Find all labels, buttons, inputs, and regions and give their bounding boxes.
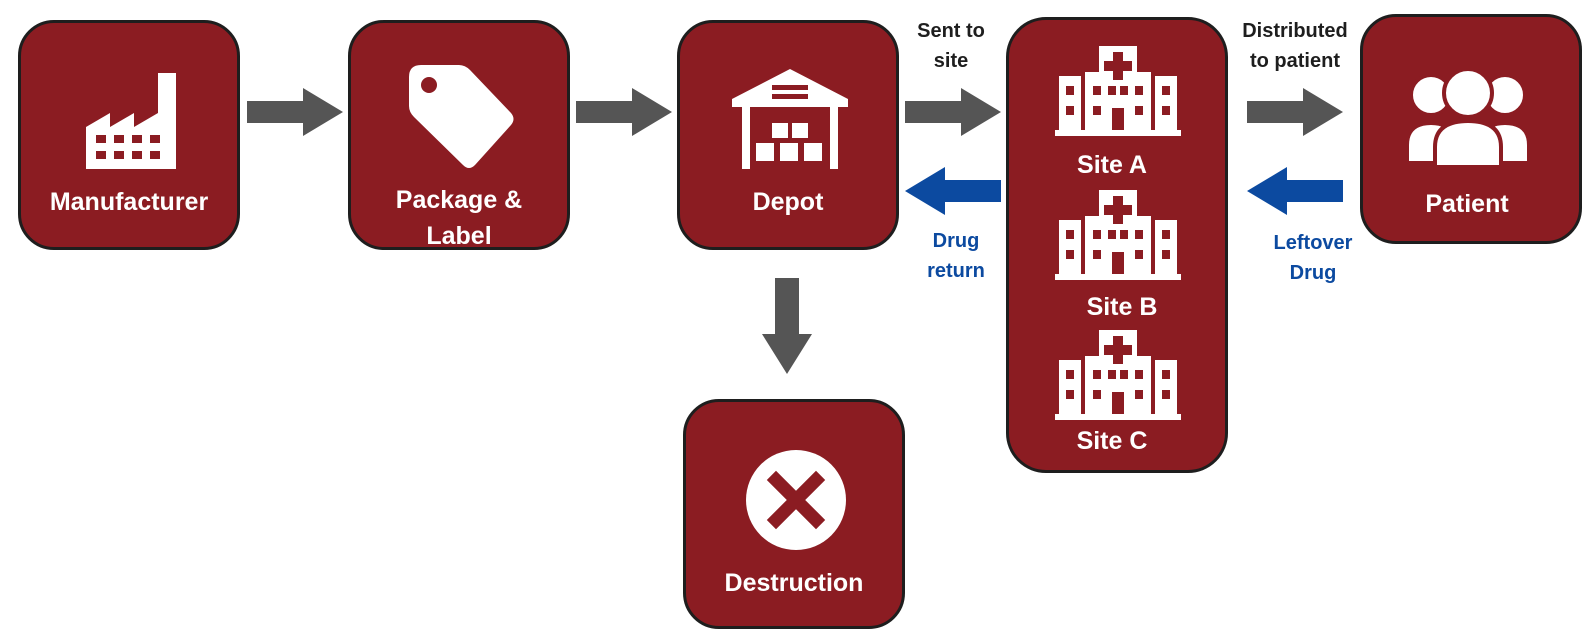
distributed-line1: Distributed (1242, 20, 1348, 42)
arrow-drug-return (905, 167, 1001, 215)
leftover-drug-caption: Leftover Drug (1250, 228, 1376, 288)
destruction-label: Destruction (724, 569, 864, 597)
x-circle-icon (746, 450, 846, 550)
site-c-label: Site C (1076, 427, 1148, 455)
arrow-leftover-drug (1247, 167, 1343, 215)
arrow-manufacturer-to-package (247, 88, 343, 136)
distributed-caption: Distributed to patient (1224, 16, 1366, 76)
drug-return-line2: return (927, 260, 985, 282)
sites-node: Site A Site B Site C (1006, 17, 1228, 473)
destruction-node: Destruction (683, 399, 905, 629)
arrow-depot-to-destruction (762, 278, 812, 374)
site-b-label: Site B (1086, 293, 1158, 321)
warehouse-icon (732, 69, 848, 169)
people-icon (1405, 67, 1531, 167)
sent-to-site-caption: Sent to site (895, 16, 1007, 76)
depot-node: Depot (677, 20, 899, 250)
manufacturer-label: Manufacturer (49, 188, 209, 216)
drug-return-line1: Drug (932, 230, 980, 252)
package-label-node: Package & Label (348, 20, 570, 250)
sent-to-site-line1: Sent to (917, 20, 985, 42)
leftover-line1: Leftover (1273, 232, 1353, 254)
leftover-line2: Drug (1289, 262, 1337, 284)
hospital-icon (1055, 46, 1181, 136)
arrow-depot-to-site (905, 88, 1001, 136)
arrow-site-to-patient (1247, 88, 1343, 136)
package-label-line2: Label (426, 222, 492, 250)
arrow-package-to-depot (576, 88, 672, 136)
drug-return-caption: Drug return (900, 226, 1012, 286)
hospital-icon (1055, 330, 1181, 420)
hospital-icon (1055, 190, 1181, 280)
site-a-label: Site A (1077, 151, 1147, 179)
depot-label: Depot (752, 188, 824, 216)
distributed-line2: to patient (1250, 50, 1340, 72)
patient-label: Patient (1425, 190, 1509, 218)
manufacturer-node: Manufacturer (18, 20, 240, 250)
factory-icon (86, 73, 176, 169)
sent-to-site-line2: site (933, 50, 969, 72)
tag-icon (409, 65, 514, 168)
patient-node: Patient (1360, 14, 1582, 244)
package-label-line1: Package & (395, 186, 523, 214)
